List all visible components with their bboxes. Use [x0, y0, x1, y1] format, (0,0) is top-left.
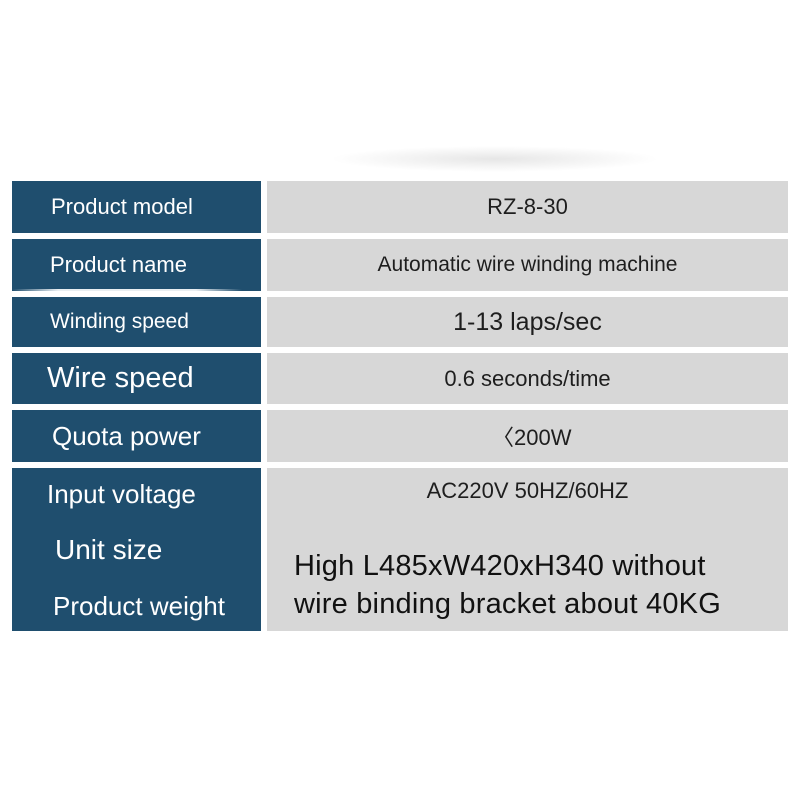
spec-label-unit-size: Unit size: [55, 534, 163, 565]
spec-row-input-voltage: Input voltage AC220V 50HZ/60HZ: [12, 468, 788, 520]
spec-row-product-model: Product model RZ-8-30: [12, 181, 788, 233]
spec-row-product-name: Product name Automatic wire winding mach…: [12, 239, 788, 291]
spec-value: 1-13 laps/sec: [267, 297, 788, 347]
spec-label: Wire speed: [12, 353, 261, 404]
light-sheen: [12, 289, 242, 294]
merged-value-line: wire binding bracket about 40KG: [294, 588, 721, 620]
spec-value: RZ-8-30: [267, 181, 788, 233]
spec-label: Winding speed: [12, 297, 261, 347]
spec-row-winding-speed: Winding speed 1-13 laps/sec: [12, 297, 788, 347]
spec-label: Input voltage: [12, 468, 261, 520]
spec-label: Quota power: [12, 410, 261, 462]
merged-value-cell: High L485xW420xH340 without wire binding…: [267, 520, 788, 631]
merged-label-cell: Unit size Product weight: [12, 520, 261, 631]
spec-value: 〈200W: [267, 410, 788, 462]
spec-value: Automatic wire winding machine: [267, 239, 788, 291]
spec-table: Product model RZ-8-30 Product name Autom…: [12, 181, 788, 631]
spec-label: Product model: [12, 181, 261, 233]
spec-row-quota-power: Quota power 〈200W: [12, 410, 788, 462]
spec-value: AC220V 50HZ/60HZ: [267, 468, 788, 520]
spec-row-wire-speed: Wire speed 0.6 seconds/time: [12, 353, 788, 404]
spec-label: Product name: [12, 239, 261, 291]
top-glow: [330, 146, 660, 172]
spec-label-product-weight: Product weight: [53, 591, 225, 621]
spec-value: 0.6 seconds/time: [267, 353, 788, 404]
merged-value-line: High L485xW420xH340 without: [294, 550, 706, 582]
